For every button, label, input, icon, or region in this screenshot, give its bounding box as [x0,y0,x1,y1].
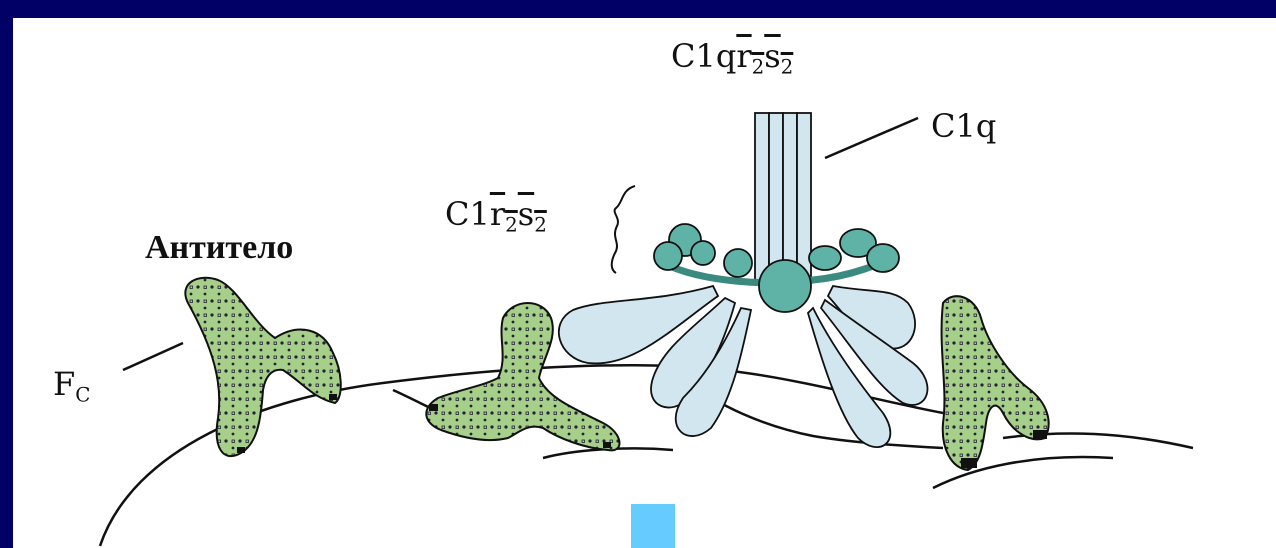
antibody-3 [942,296,1049,470]
c1q-complex-r: r [736,37,751,75]
c1rs-label: C1r2s2 [445,198,547,235]
square-marker-icon [631,504,675,548]
c1q-complex-s: s [764,37,780,75]
c1rs-s-sub: 2 [534,213,547,236]
c1rs-r: r [490,195,505,233]
fc-sub: C [75,383,90,406]
c1rs-brace [612,186,635,273]
c1q-complex-s-sub: 2 [781,55,794,78]
c1q-label: C1q [931,110,996,142]
c1rs-r-sub: 2 [505,213,518,236]
c1rs-prefix: C1 [445,195,490,233]
antibody-1 [185,278,340,456]
complement-activation-diagram [13,18,1276,548]
c1q-complex-overline: r2s2 [736,37,793,75]
c1q-complex-label: C1qr2s2 [671,40,793,77]
c1q-complex-r-sub: 2 [752,55,765,78]
fc-main: F [53,365,75,403]
c1q-complex-prefix: C1q [671,37,736,75]
fc-label: FC [53,368,90,405]
diagram-panel: C1qr2s2 C1q C1r2s2 Антитело FC [13,18,1276,548]
c1rs-s: s [518,195,534,233]
c1rs-overline: r2s2 [490,195,547,233]
antibody-label: Антитело [145,231,293,265]
